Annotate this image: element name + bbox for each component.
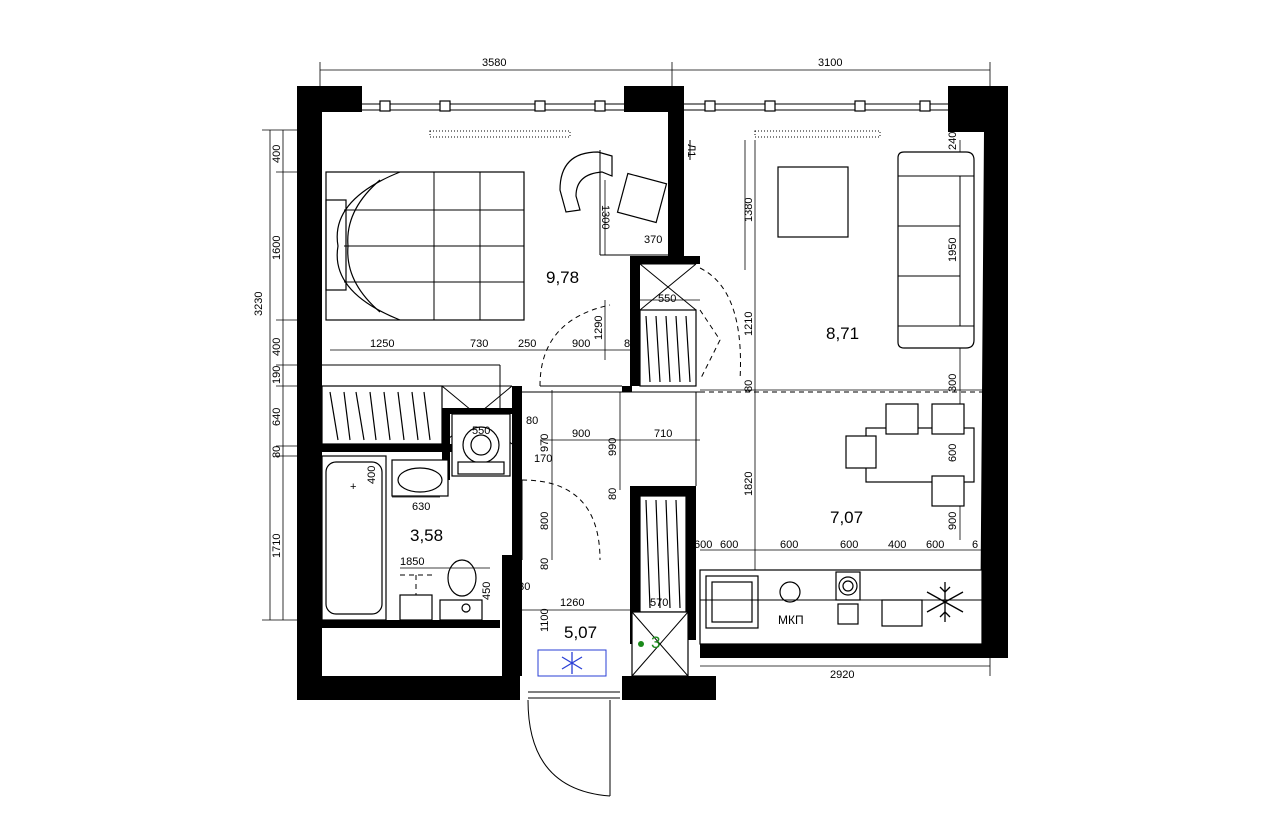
dim-hall-800: 800 bbox=[539, 512, 551, 530]
dim-bath-630: 630 bbox=[412, 501, 430, 513]
dim-hall-80b: 80 bbox=[607, 488, 619, 500]
snowflake-icon bbox=[561, 582, 964, 674]
dim-bed-row-2: 730 bbox=[470, 338, 488, 350]
area-bedroom: 9,78 bbox=[546, 268, 579, 287]
label-mkp: МКП bbox=[778, 613, 804, 627]
dim-bath-400: 400 bbox=[366, 466, 378, 484]
room-areas: 9,78 8,71 7,07 3,58 5,07 bbox=[410, 268, 863, 642]
toilet bbox=[399, 559, 483, 621]
dim-top-left: 3580 bbox=[482, 57, 506, 69]
dim-desk-w: 1300 bbox=[599, 205, 611, 229]
dim-closet-w: 550 bbox=[658, 293, 676, 305]
dim-hall-130: 130 bbox=[512, 581, 530, 593]
wardrobe-bedroom bbox=[321, 364, 513, 445]
kitchen-counter bbox=[699, 569, 983, 645]
dim-living-1380: 1380 bbox=[743, 198, 755, 222]
dim-hall-970: 970 bbox=[539, 434, 551, 452]
dim-bed-row-1: 1250 bbox=[370, 338, 394, 350]
dim-hall-900: 900 bbox=[572, 428, 590, 440]
dim-left-4: 190 bbox=[271, 366, 283, 384]
dim-k-600-2: 600 bbox=[780, 539, 798, 551]
bathtub: + bbox=[321, 455, 387, 621]
dim-bath-450: 450 bbox=[481, 582, 493, 600]
dim-hall-710: 710 bbox=[654, 428, 672, 440]
dim-sofa-240: 240 bbox=[947, 132, 959, 150]
dim-kitchen-300: 300 bbox=[947, 374, 959, 392]
dim-left-7: 1710 bbox=[271, 534, 283, 558]
dim-left-total: 3230 bbox=[253, 292, 265, 316]
dim-sofa-1950: 1950 bbox=[947, 238, 959, 262]
dim-hall-1100: 1100 bbox=[539, 608, 551, 632]
dimension-texts: 3580 3100 2920 3230 400 1600 400 190 640… bbox=[253, 57, 978, 681]
dim-left-6: 80 bbox=[271, 446, 283, 458]
dim-bed-row-3: 250 bbox=[518, 338, 536, 350]
dim-wm-550: 550 bbox=[472, 425, 490, 437]
label-riser: 3 bbox=[651, 633, 660, 652]
dim-k-600-1: 600 bbox=[720, 539, 738, 551]
dim-kitchen-600: 600 bbox=[947, 444, 959, 462]
sofa bbox=[897, 151, 975, 349]
freezer bbox=[537, 649, 607, 677]
dim-hall-80a: 80 bbox=[526, 415, 538, 427]
dim-kitchen-900: 900 bbox=[947, 512, 959, 530]
dim-hall-80c: 80 bbox=[539, 558, 551, 570]
dim-left-1: 400 bbox=[271, 145, 283, 163]
dim-living-80: 80 bbox=[743, 380, 755, 392]
dim-bed-row-5: 80 bbox=[624, 338, 636, 350]
hall-wardrobe bbox=[631, 495, 689, 677]
washbasin bbox=[391, 459, 449, 497]
dim-hall-170: 170 bbox=[534, 453, 552, 465]
area-kitchen: 7,07 bbox=[830, 508, 863, 527]
closet-hall bbox=[639, 263, 697, 387]
dim-hall-1260: 1260 bbox=[560, 597, 584, 609]
windows bbox=[362, 100, 948, 138]
dim-left-5: 640 bbox=[271, 408, 283, 426]
dim-k-600-4: 600 bbox=[926, 539, 944, 551]
labels: МКП 3 Л1 bbox=[651, 144, 804, 652]
dim-living-1210: 1210 bbox=[743, 312, 755, 336]
area-hall: 5,07 bbox=[564, 623, 597, 642]
dim-k-600-3: 600 bbox=[840, 539, 858, 551]
washing-machine bbox=[451, 413, 511, 477]
dim-bottom-right: 2920 bbox=[830, 669, 854, 681]
doors bbox=[521, 267, 741, 797]
area-living: 8,71 bbox=[826, 324, 859, 343]
armchair-table bbox=[777, 166, 849, 238]
dim-desk-d: 370 bbox=[644, 234, 662, 246]
bed bbox=[325, 171, 525, 321]
desk-chair bbox=[559, 150, 668, 256]
dim-left-2: 1600 bbox=[271, 236, 283, 260]
label-section-mark: Л1 bbox=[685, 144, 697, 157]
svg-text:+: + bbox=[350, 481, 356, 493]
dim-kitchen-1820: 1820 bbox=[743, 472, 755, 496]
dim-k-400: 400 bbox=[888, 539, 906, 551]
dim-bed-row-4: 900 bbox=[572, 338, 590, 350]
dim-hall-990: 990 bbox=[607, 438, 619, 456]
dim-top-right: 3100 bbox=[818, 57, 842, 69]
dim-closet-h: 1290 bbox=[593, 316, 605, 340]
dim-k-6: 6 bbox=[972, 539, 978, 551]
dining bbox=[845, 403, 975, 507]
dim-hall-570: 570 bbox=[650, 597, 668, 609]
area-bathroom: 3,58 bbox=[410, 526, 443, 545]
dim-left-3: 400 bbox=[271, 338, 283, 356]
dim-bath-1850: 1850 bbox=[400, 556, 424, 568]
dim-k-600-5: 600 bbox=[694, 539, 712, 551]
walls bbox=[297, 86, 1008, 700]
